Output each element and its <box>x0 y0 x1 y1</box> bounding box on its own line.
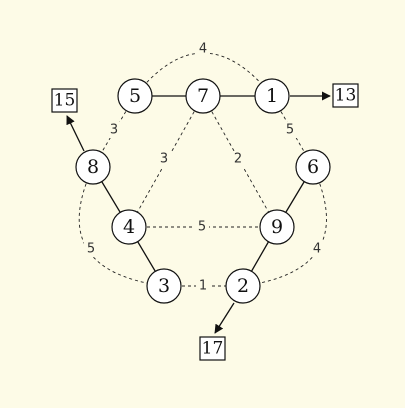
svg-text:4: 4 <box>313 242 321 257</box>
svg-text:13: 13 <box>335 86 357 106</box>
graph-node: 3 <box>146 268 182 304</box>
edge-7-9 <box>202 95 278 228</box>
graph-node: 1 <box>254 78 290 114</box>
svg-text:1: 1 <box>199 279 207 294</box>
svg-text:2: 2 <box>237 275 249 297</box>
graph-node: 8 <box>75 149 111 185</box>
svg-text:4: 4 <box>123 216 135 238</box>
svg-text:3: 3 <box>158 275 170 297</box>
weight-label: 3 <box>107 122 121 138</box>
svg-text:1: 1 <box>266 85 278 107</box>
svg-text:9: 9 <box>271 216 283 238</box>
svg-text:17: 17 <box>202 339 224 359</box>
svg-text:15: 15 <box>54 91 76 111</box>
graph-node: 6 <box>295 149 331 185</box>
graph-node: 5 <box>117 78 153 114</box>
terminal-box: 15 <box>51 88 78 113</box>
weight-label: 1 <box>196 278 210 294</box>
svg-text:5: 5 <box>198 220 206 235</box>
weight-label: 3 <box>157 151 171 167</box>
svg-text:5: 5 <box>87 242 95 257</box>
svg-text:7: 7 <box>197 85 209 107</box>
svg-text:3: 3 <box>110 123 118 138</box>
svg-text:6: 6 <box>307 156 319 178</box>
terminal-box: 17 <box>199 336 226 361</box>
arrow-2-to-17 <box>214 302 235 334</box>
edge-arc-5-1 <box>134 52 273 97</box>
svg-text:5: 5 <box>129 85 141 107</box>
weight-label: 2 <box>231 151 245 167</box>
svg-text:3: 3 <box>160 152 168 167</box>
edge-7-4 <box>128 95 204 228</box>
weight-label: 5 <box>84 241 98 257</box>
graph-node: 4 <box>111 209 147 245</box>
weight-label: 5 <box>283 122 297 138</box>
graph-node: 9 <box>259 209 295 245</box>
graph-node: 7 <box>185 78 221 114</box>
weight-label: 4 <box>310 241 324 257</box>
svg-text:5: 5 <box>286 123 294 138</box>
terminal-box: 13 <box>332 83 359 108</box>
graph-node: 2 <box>225 268 261 304</box>
weight-label: 5 <box>195 219 209 235</box>
svg-text:8: 8 <box>87 156 99 178</box>
arrow-8-to-15 <box>66 115 85 152</box>
svg-text:2: 2 <box>234 152 242 167</box>
svg-text:4: 4 <box>199 42 207 57</box>
weight-label: 4 <box>196 41 210 57</box>
